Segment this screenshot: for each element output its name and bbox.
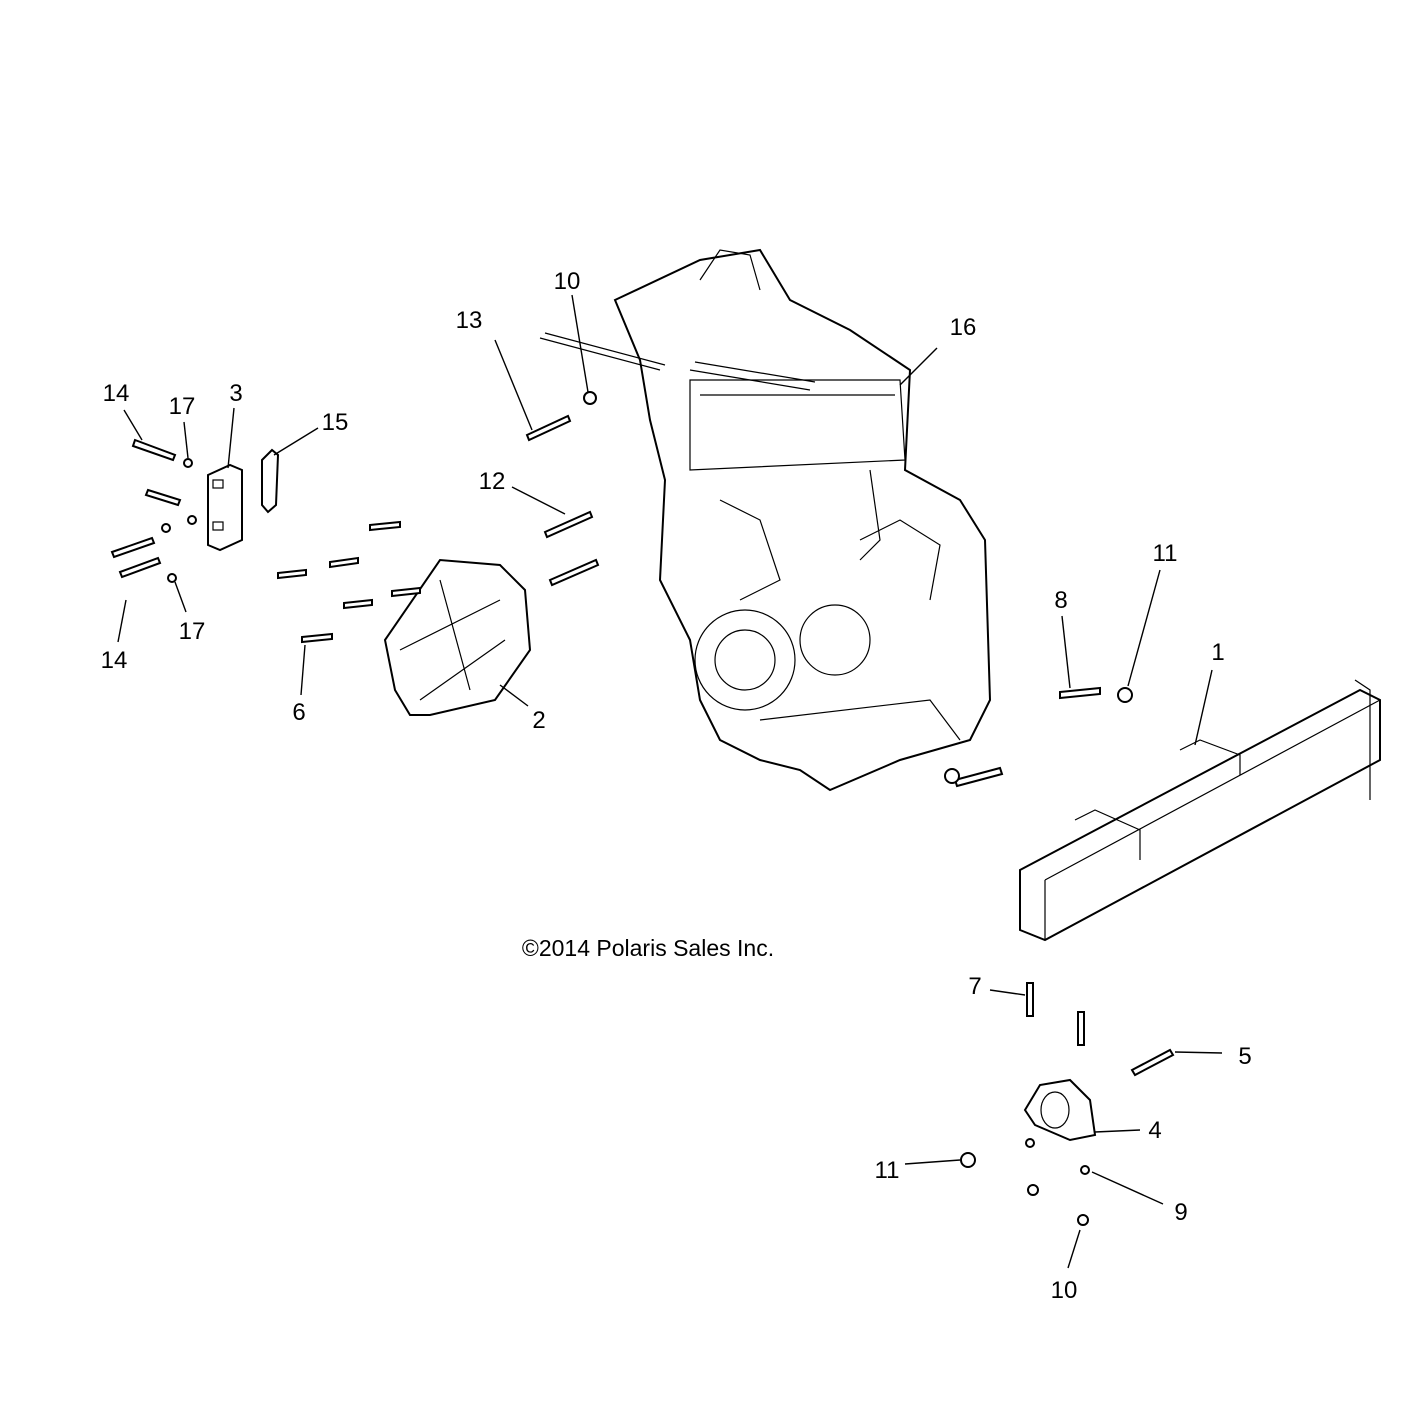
engine-assembly — [539, 248, 992, 792]
callout-11: 11 — [1153, 540, 1178, 567]
callout-17: 17 — [179, 618, 206, 645]
callout-10: 10 — [554, 268, 581, 295]
fasteners — [110, 391, 1175, 1226]
link-plate — [261, 448, 280, 514]
callout-1: 1 — [1211, 639, 1224, 666]
callout-10: 10 — [1051, 1277, 1078, 1304]
callout-5: 5 — [1238, 1043, 1251, 1070]
copyright-notice: ©2014 Polaris Sales Inc. — [522, 935, 774, 961]
callout-9: 9 — [1174, 1199, 1187, 1226]
callout-3: 3 — [229, 380, 242, 407]
callout-14: 14 — [103, 380, 130, 407]
callout-13: 13 — [456, 307, 483, 334]
leader-lines — [117, 294, 1223, 1269]
callout-2: 2 — [532, 707, 545, 734]
callout-6: 6 — [292, 699, 305, 726]
callout-14: 14 — [101, 647, 128, 674]
callout-8: 8 — [1054, 587, 1067, 614]
mount-block — [207, 463, 243, 552]
callout-15: 15 — [322, 409, 349, 436]
engine-mount-isolator — [1023, 1078, 1097, 1142]
callout-labels: 10 13 16 14 17 3 15 12 11 8 1 14 17 6 2 … — [101, 268, 1252, 1304]
callout-16: 16 — [950, 314, 977, 341]
callout-17: 17 — [169, 393, 196, 420]
callout-4: 4 — [1148, 1117, 1161, 1144]
crossmember — [1019, 679, 1381, 942]
callout-11: 11 — [875, 1157, 900, 1184]
callout-7: 7 — [968, 973, 981, 1000]
engine-mount-bracket — [383, 558, 532, 716]
callout-12: 12 — [479, 468, 506, 495]
